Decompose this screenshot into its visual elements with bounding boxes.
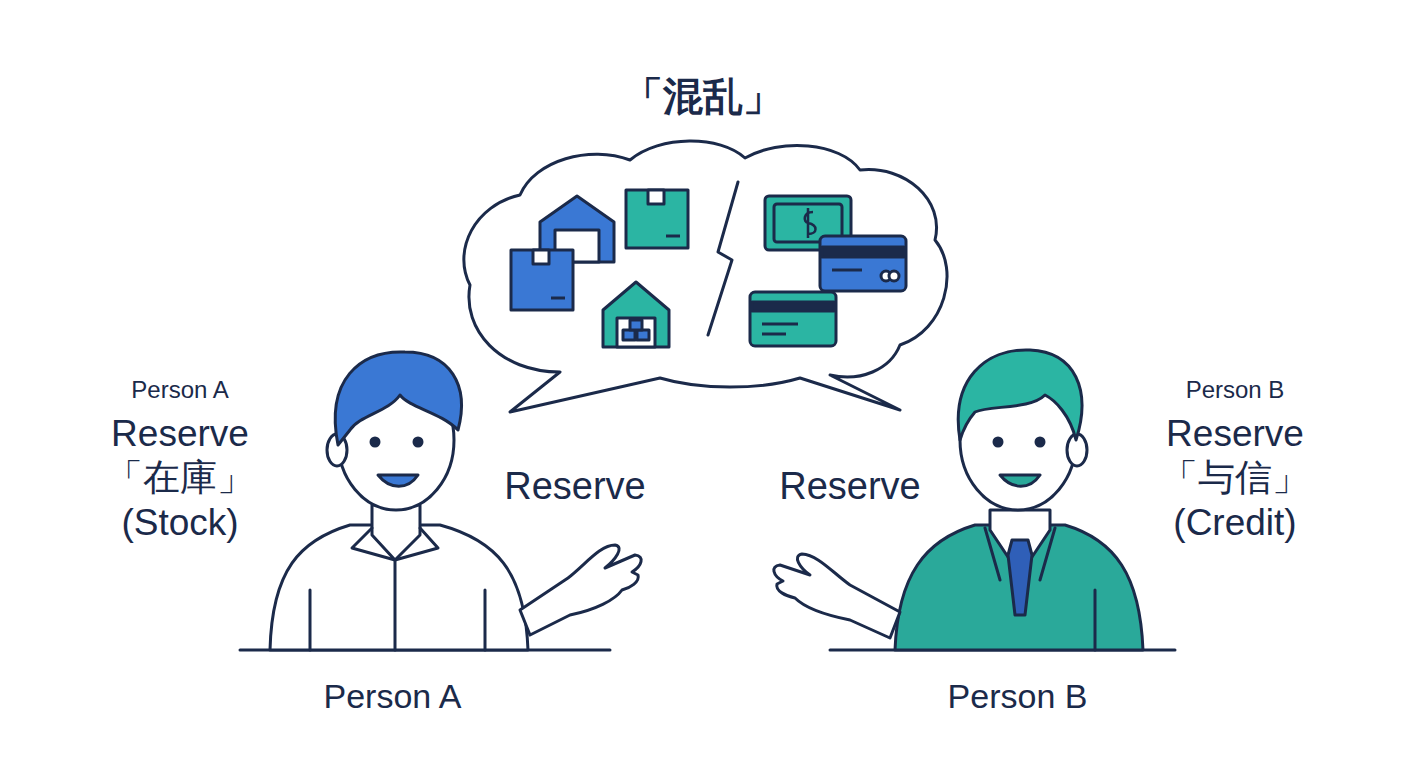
role-label: Reserve 「与信」 (Credit) [1120, 412, 1350, 545]
role-label: Reserve 「在庫」 (Stock) [70, 412, 290, 545]
person-caption: Person A [280, 676, 505, 717]
split-line [708, 182, 738, 335]
credit-card-icon [820, 236, 906, 291]
warehouse-icon [603, 282, 669, 347]
diagram-title: 「混乱」 [553, 72, 853, 120]
speech-word: Reserve [745, 464, 955, 510]
box-icon [626, 190, 688, 248]
speech-bubble [464, 141, 947, 412]
person-label: Person A [80, 376, 280, 405]
person-label: Person B [1135, 376, 1335, 405]
credit-card-icon [750, 292, 836, 346]
box-icon [511, 250, 573, 310]
speech-word: Reserve [470, 464, 680, 510]
person-caption: Person B [905, 676, 1130, 717]
